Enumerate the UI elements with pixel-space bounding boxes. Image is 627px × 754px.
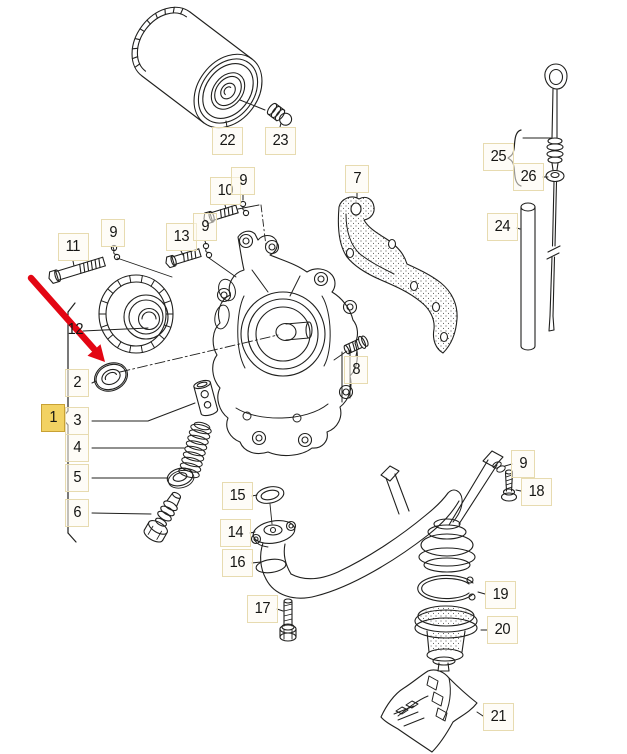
oil-filter-drawing [131, 6, 266, 129]
callout-19[interactable]: 19 [484, 581, 516, 609]
callout-label: 3 [73, 412, 81, 429]
gasket-drawing [337, 196, 458, 354]
callout-label: 17 [254, 600, 270, 617]
callout-12[interactable]: 12 [60, 316, 91, 344]
valve-washer-drawing [166, 467, 195, 489]
callout-label: 9 [109, 224, 117, 241]
callout-24[interactable]: 24 [486, 213, 518, 241]
callout-17[interactable]: 17 [246, 595, 278, 623]
snap-ring-drawing [417, 574, 476, 603]
bolt-18-drawing [500, 469, 518, 502]
callout-label: 6 [73, 504, 81, 521]
callout-16[interactable]: 16 [221, 549, 253, 577]
callout-label: 10 [217, 182, 233, 199]
callout-9-right[interactable]: 9 [511, 450, 535, 478]
bolt-17-drawing [279, 598, 297, 642]
washer-9-right-drawing [492, 461, 506, 473]
callout-label: 4 [73, 439, 81, 456]
callout-11[interactable]: 11 [57, 233, 89, 261]
leader-lines [72, 120, 552, 717]
callout-5[interactable]: 5 [65, 464, 89, 492]
callout-23[interactable]: 23 [264, 127, 296, 155]
callout-label: 18 [528, 483, 544, 500]
oring-15-drawing [255, 486, 285, 504]
callout-20[interactable]: 20 [486, 616, 518, 644]
callout-7[interactable]: 7 [345, 165, 369, 193]
callout-label: 9 [239, 172, 247, 189]
callout-6[interactable]: 6 [65, 499, 89, 527]
seal-ring-drawing [94, 362, 128, 392]
callout-label: 9 [519, 455, 527, 472]
callout-15[interactable]: 15 [221, 482, 253, 510]
callout-label: 13 [173, 228, 189, 245]
valve-spring-drawing [178, 421, 212, 479]
oil-filter-plug-drawing [266, 102, 293, 126]
callout-label: 20 [494, 621, 510, 638]
callout-label: 23 [272, 132, 288, 149]
strainer-drawing [414, 605, 478, 672]
guide-tube-drawing [520, 202, 536, 351]
callout-label: 9 [201, 218, 209, 235]
callout-2[interactable]: 2 [65, 369, 89, 397]
callout-label: 21 [490, 708, 506, 725]
alignment-lines [116, 204, 279, 373]
callout-9-left[interactable]: 9 [101, 219, 125, 247]
callout-label: 26 [520, 168, 536, 185]
callout-21[interactable]: 21 [482, 703, 514, 731]
callout-label: 12 [67, 321, 83, 338]
callout-14[interactable]: 14 [219, 519, 251, 547]
callout-label: 7 [353, 170, 361, 187]
callout-3[interactable]: 3 [65, 407, 89, 435]
bolt-11-drawing [48, 256, 106, 284]
callout-label: 2 [73, 374, 81, 391]
callout-label: 14 [227, 524, 243, 541]
callout-26[interactable]: 26 [512, 163, 544, 191]
callout-label: 11 [65, 238, 81, 255]
dipstick-drawing [544, 63, 568, 332]
callout-label: 24 [494, 218, 510, 235]
callout-9-top[interactable]: 9 [231, 167, 255, 195]
callout-label: 8 [352, 361, 360, 378]
callout-25[interactable]: 25 [482, 143, 514, 171]
callout-18[interactable]: 18 [520, 478, 552, 506]
callout-4[interactable]: 4 [65, 434, 89, 462]
bolt-8-drawing [333, 335, 369, 361]
pickup-flange-drawing [250, 503, 297, 548]
callout-label: 1 [49, 409, 57, 426]
callout-label: 19 [492, 586, 508, 603]
callout-label: 25 [490, 148, 506, 165]
callout-label: 15 [229, 487, 245, 504]
tensioner-roller-drawing [98, 274, 174, 354]
valve-plug-drawing [143, 491, 182, 543]
valve-piston-drawing [193, 379, 219, 417]
callout-9-mid[interactable]: 9 [193, 213, 217, 241]
pointer-arrow [27, 274, 105, 362]
callout-22[interactable]: 22 [211, 127, 243, 155]
callout-label: 5 [73, 469, 81, 486]
pickup-tube-drawing [255, 450, 504, 599]
callout-label: 16 [229, 554, 245, 571]
baffle-drawing [380, 669, 478, 753]
callout-1[interactable]: 1 [41, 404, 65, 432]
callout-13[interactable]: 13 [165, 223, 197, 251]
callout-8[interactable]: 8 [344, 356, 368, 384]
callout-label: 22 [219, 132, 235, 149]
